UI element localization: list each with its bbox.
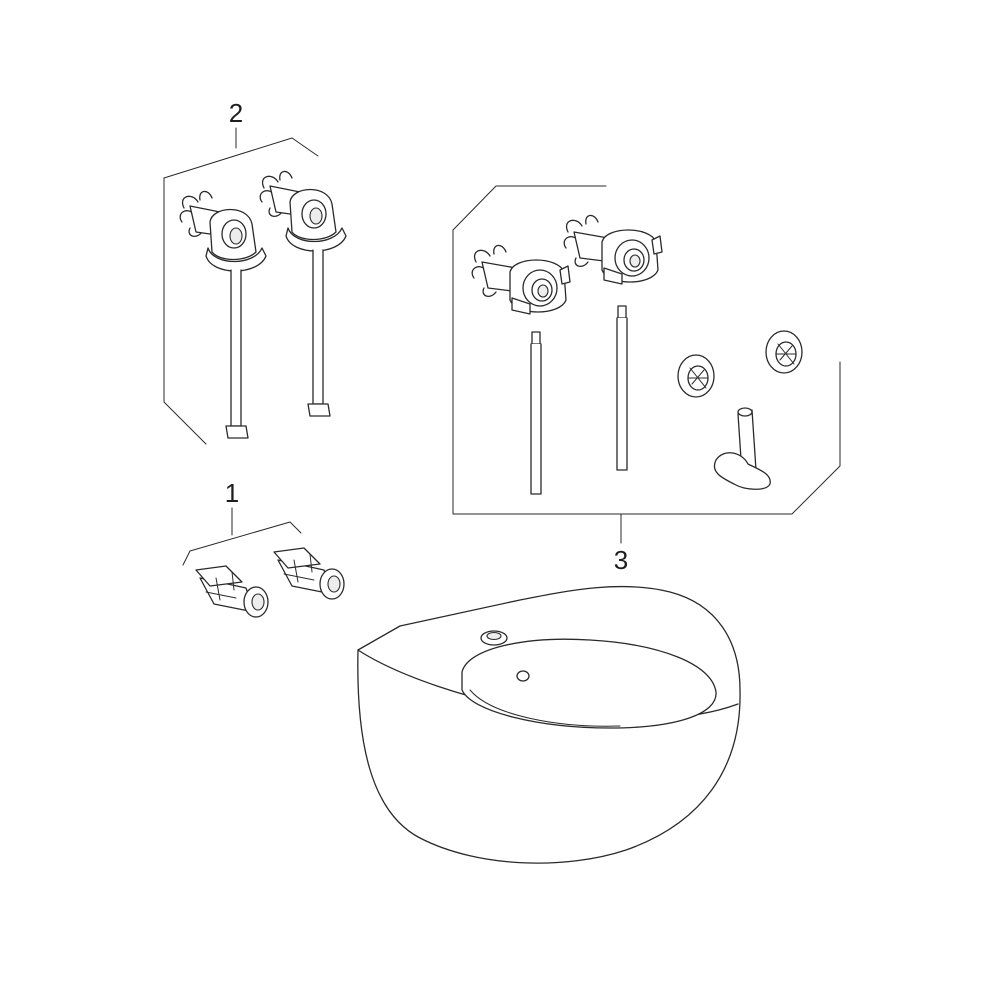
- fixing-bolt-right: [259, 170, 347, 417]
- threaded-cap-right: [765, 330, 803, 374]
- threaded-cap-left: [677, 354, 715, 398]
- wall-plug-right: [273, 547, 345, 600]
- installation-key: [713, 407, 771, 490]
- fixing-bolt-left: [179, 190, 267, 439]
- adjustable-fixing-right: [563, 214, 663, 471]
- bracket-group-2: [163, 127, 319, 445]
- bracket-group-3: [452, 185, 841, 544]
- wall-plug-left: [195, 565, 269, 618]
- callout-number-1: 1: [224, 478, 240, 508]
- callout-number-2: 2: [228, 98, 244, 128]
- bracket-group-1: [182, 507, 302, 566]
- callout-number-3: 3: [613, 545, 629, 575]
- wall-hung-bidet: [357, 585, 741, 864]
- adjustable-fixing-left: [471, 244, 571, 495]
